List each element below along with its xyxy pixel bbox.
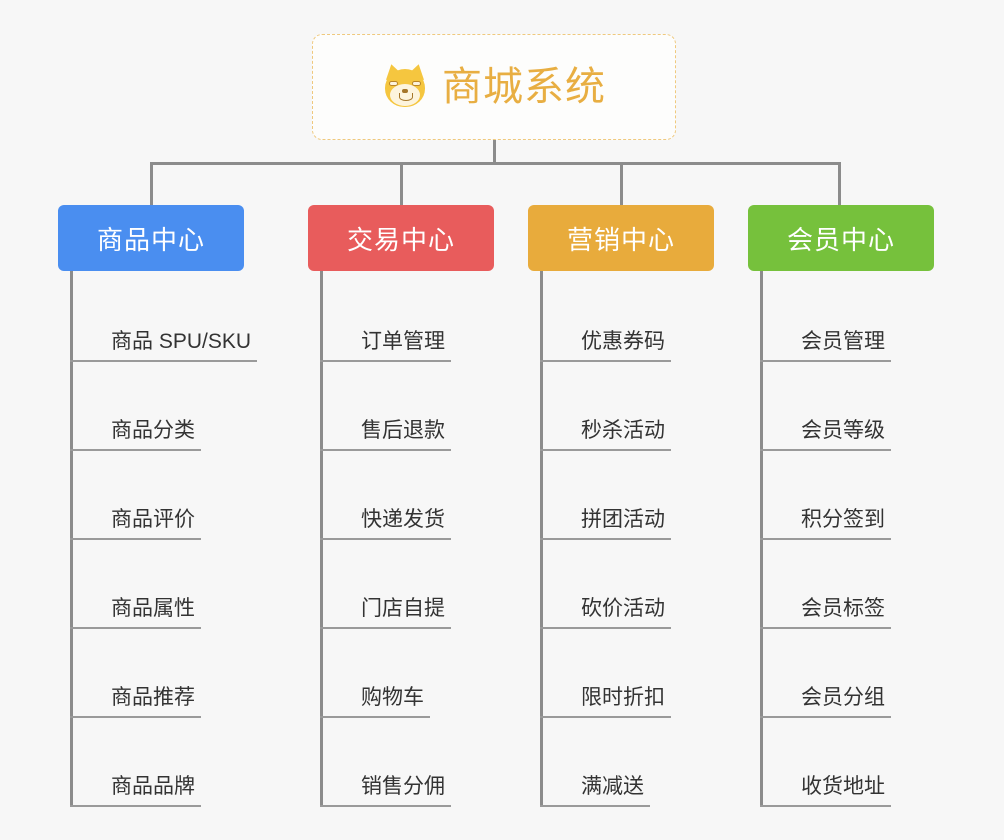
leaf-list-2: 订单管理售后退款快递发货门店自提购物车销售分佣 [320, 271, 494, 807]
leaf-item[interactable]: 限时折扣 [579, 629, 714, 718]
leaf-item-label: 会员分组 [799, 685, 891, 718]
leaf-item-rule [760, 449, 802, 451]
leaf-item-rule [70, 449, 112, 451]
leaf-item-label: 会员标签 [799, 596, 891, 629]
category-column-3: 营销中心优惠券码秒杀活动拼团活动砍价活动限时折扣满减送 [528, 205, 714, 807]
leaf-item[interactable]: 商品分类 [109, 362, 244, 451]
leaf-item-label: 拼团活动 [579, 507, 671, 540]
leaf-item-rule [320, 627, 362, 629]
connector-root-stem [493, 140, 496, 164]
shiba-dog-face-icon [382, 62, 428, 110]
connector-drop-2 [400, 162, 403, 207]
leaf-item[interactable]: 商品 SPU/SKU [109, 273, 258, 362]
leaf-item[interactable]: 积分签到 [799, 451, 934, 540]
connector-drop-3 [620, 162, 623, 207]
leaf-item-label: 购物车 [359, 685, 430, 718]
leaf-item-label: 砍价活动 [579, 596, 671, 629]
leaf-item-rule [760, 627, 802, 629]
root-title: 商城系统 [442, 65, 606, 109]
category-header-label: 交易中心 [346, 224, 455, 255]
leaf-item-label: 收货地址 [799, 774, 891, 807]
leaf-item-label: 满减送 [579, 774, 650, 807]
leaf-item-label: 积分签到 [799, 507, 891, 540]
leaf-item[interactable]: 订单管理 [359, 273, 494, 362]
leaf-item-label: 销售分佣 [359, 774, 451, 807]
leaf-item-label: 商品分类 [109, 418, 201, 451]
leaf-item-label: 秒杀活动 [579, 418, 671, 451]
category-header-1[interactable]: 商品中心 [58, 205, 244, 271]
leaf-item[interactable]: 门店自提 [359, 540, 494, 629]
leaf-item-label: 优惠券码 [579, 329, 671, 362]
leaf-item[interactable]: 拼团活动 [579, 451, 714, 540]
leaf-item-label: 限时折扣 [579, 685, 671, 718]
leaf-item[interactable]: 售后退款 [359, 362, 494, 451]
leaf-item[interactable]: 销售分佣 [359, 718, 494, 807]
leaf-item-label: 会员管理 [799, 329, 891, 362]
leaf-item[interactable]: 收货地址 [799, 718, 934, 807]
leaf-item-rule [320, 805, 362, 807]
leaf-item[interactable]: 满减送 [579, 718, 714, 807]
leaf-item-rule [70, 627, 112, 629]
connector-horizontal-bus [150, 162, 840, 165]
leaf-item-rule [540, 538, 582, 540]
category-header-4[interactable]: 会员中心 [748, 205, 934, 271]
leaf-item-label: 商品属性 [109, 596, 201, 629]
connector-drop-1 [150, 162, 153, 207]
category-header-2[interactable]: 交易中心 [308, 205, 494, 271]
leaf-item[interactable]: 商品属性 [109, 540, 244, 629]
leaf-item-rule [760, 716, 802, 718]
category-header-label: 商品中心 [96, 224, 205, 255]
leaf-item-label: 快递发货 [359, 507, 451, 540]
leaf-item-rule [320, 538, 362, 540]
leaf-item-rule [760, 360, 802, 362]
leaf-item-rule [70, 805, 112, 807]
leaf-item[interactable]: 会员管理 [799, 273, 934, 362]
leaf-item-rule [540, 360, 582, 362]
leaf-item-rule [760, 805, 802, 807]
leaf-item[interactable]: 会员等级 [799, 362, 934, 451]
category-column-1: 商品中心商品 SPU/SKU 商品分类商品评价商品属性商品推荐商品品牌 [58, 205, 258, 807]
category-header-label: 会员中心 [786, 224, 895, 255]
category-column-4: 会员中心会员管理会员等级积分签到会员标签会员分组收货地址 [748, 205, 934, 807]
leaf-item-rule [540, 805, 582, 807]
leaf-item-rule [760, 538, 802, 540]
leaf-item-label: 售后退款 [359, 418, 451, 451]
leaf-item-rule [70, 538, 112, 540]
leaf-item-rule [540, 449, 582, 451]
category-column-2: 交易中心订单管理售后退款快递发货门店自提购物车销售分佣 [308, 205, 494, 807]
leaf-item-rule [70, 360, 112, 362]
leaf-item-label: 商品品牌 [109, 774, 201, 807]
leaf-list-4: 会员管理会员等级积分签到会员标签会员分组收货地址 [760, 271, 934, 807]
leaf-item[interactable]: 商品品牌 [109, 718, 244, 807]
leaf-item-rule [320, 360, 362, 362]
leaf-item-label: 会员等级 [799, 418, 891, 451]
connector-drop-4 [838, 162, 841, 207]
leaf-item-rule [540, 627, 582, 629]
leaf-item-label: 商品 SPU/SKU [109, 329, 258, 362]
leaf-item-label: 商品评价 [109, 507, 201, 540]
leaf-item[interactable]: 优惠券码 [579, 273, 714, 362]
leaf-item[interactable]: 商品评价 [109, 451, 244, 540]
leaf-item-label: 商品推荐 [109, 685, 201, 718]
leaf-item-label: 订单管理 [359, 329, 451, 362]
category-header-label: 营销中心 [566, 224, 675, 255]
root-node[interactable]: 商城系统 [312, 34, 676, 140]
leaf-item-rule [70, 716, 112, 718]
leaf-item-rule [320, 449, 362, 451]
leaf-list-1: 商品 SPU/SKU 商品分类商品评价商品属性商品推荐商品品牌 [70, 271, 258, 807]
leaf-item[interactable]: 快递发货 [359, 451, 494, 540]
leaf-item-rule [320, 716, 362, 718]
leaf-item[interactable]: 秒杀活动 [579, 362, 714, 451]
leaf-item[interactable]: 砍价活动 [579, 540, 714, 629]
category-header-3[interactable]: 营销中心 [528, 205, 714, 271]
leaf-item[interactable]: 商品推荐 [109, 629, 244, 718]
leaf-item[interactable]: 会员标签 [799, 540, 934, 629]
leaf-list-3: 优惠券码秒杀活动拼团活动砍价活动限时折扣满减送 [540, 271, 714, 807]
leaf-item[interactable]: 会员分组 [799, 629, 934, 718]
leaf-item-rule [540, 716, 582, 718]
leaf-item[interactable]: 购物车 [359, 629, 494, 718]
leaf-item-label: 门店自提 [359, 596, 451, 629]
